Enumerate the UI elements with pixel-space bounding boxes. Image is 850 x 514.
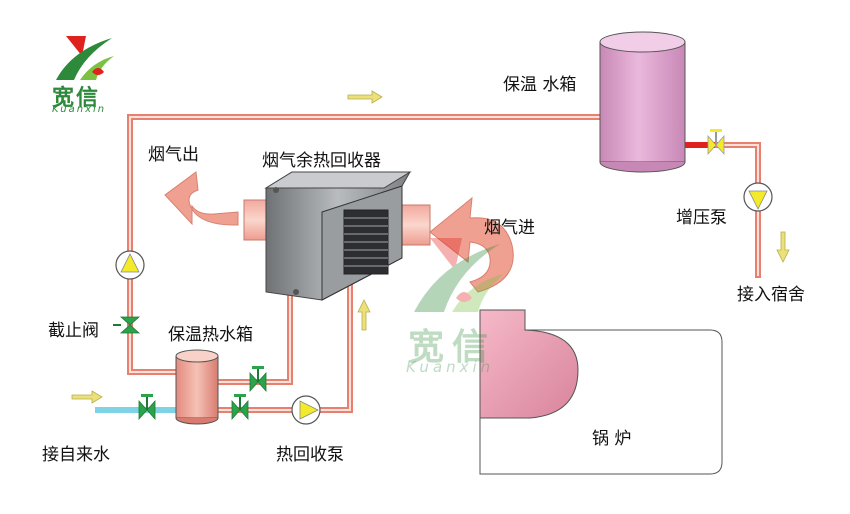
flue-out-arrow [164, 171, 239, 226]
tank-valve-lower [231, 394, 249, 421]
insulated-water-tank [599, 31, 686, 173]
flow-arrow-inlet [71, 390, 103, 404]
label-boiler: 锅 炉 [592, 429, 632, 449]
flow-arrow-top [347, 90, 383, 104]
label-booster-pump: 增压泵 [676, 208, 727, 228]
label-shutoff-valve: 截止阀 [48, 321, 99, 341]
tank-valve-upper [249, 366, 267, 393]
label-to-dorm: 接入宿舍 [737, 285, 805, 305]
recovery-pump [291, 395, 321, 425]
label-flue-in: 烟气进 [484, 218, 535, 238]
watermark-logo [414, 238, 504, 312]
brand-name-en: Kuanxin [52, 104, 107, 115]
brand-name-cn: 宽信 [52, 86, 101, 111]
watermark-name-en: Kuanxin [406, 358, 495, 376]
watermark-name-cn: 宽信 [408, 327, 497, 368]
flow-arrow-up [357, 299, 371, 331]
label-hot-water-tank: 保温 水箱 [503, 75, 577, 95]
shutoff-valve-left [113, 316, 141, 334]
label-insulated-tank: 保温热水箱 [168, 325, 253, 345]
booster-valve [707, 129, 725, 156]
boiler [479, 309, 723, 475]
flue-heat-recovery-unit [243, 171, 431, 301]
flow-arrow-down [776, 231, 790, 263]
label-recovery-pump: 热回收泵 [276, 445, 344, 465]
label-recovery-unit: 烟气余热回收器 [262, 151, 381, 171]
left-riser-pump [115, 250, 145, 280]
logo-mark [56, 36, 114, 80]
label-tap-water: 接自来水 [42, 445, 110, 465]
booster-pump [743, 182, 773, 212]
label-flue-out: 烟气出 [148, 145, 199, 165]
flow-arrows [71, 90, 790, 404]
insulated-hot-water-tank [175, 349, 219, 425]
inlet-valve [138, 394, 156, 421]
